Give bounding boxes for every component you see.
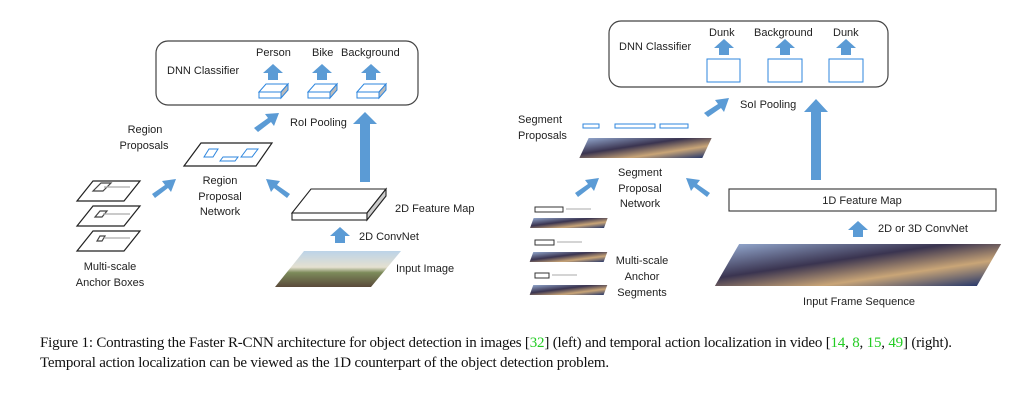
dnn-classifier-label: DNN Classifier [167,65,239,77]
output-label-dunk: Dunk [833,27,859,39]
output-label-bike: Bike [312,47,333,59]
up-arrow-icon [312,64,332,80]
dnn-classifier-box [155,40,419,106]
caption-prefix: Figure 1: [40,335,93,351]
roi-pooling-label: RoI Pooling [290,117,347,129]
segment-proposal-box [582,123,600,129]
citation-link[interactable]: 32 [529,335,545,351]
diagonal-arrow-icon [152,179,176,198]
input-frame-sequence [714,244,1002,286]
up-arrow-icon [361,64,381,80]
figure-diagram: DNN Classifier Person Bike Background Ro… [75,20,1002,308]
spn-label: Network [620,198,661,210]
soi-feature-box [706,58,741,83]
segment-proposals-label: Proposals [518,130,567,142]
up-arrow-icon [263,64,283,80]
region-proposals-plane-icon [182,142,274,167]
segment-proposals-label: Segment [518,114,562,126]
input-image-label: Input Image [396,263,454,275]
convnet-label: 2D ConvNet [359,231,419,243]
up-arrow-icon [330,227,350,243]
soi-pooling-label: SoI Pooling [740,99,796,111]
diagonal-arrow-icon [686,178,710,197]
anchor-boxes-label: Multi-scale [84,261,137,273]
frame-strip [579,138,712,158]
output-label-dunk: Dunk [709,27,735,39]
tall-up-arrow-icon [353,112,377,182]
up-arrow-icon [714,39,734,55]
anchor-boxes-stack-icon [75,180,142,252]
output-label-background: Background [341,47,400,59]
up-arrow-icon [848,221,868,237]
anchor-segments-label: Multi-scale [616,255,669,267]
dnn-classifier-label: DNN Classifier [619,41,691,53]
rpn-label: Proposal [198,191,241,203]
input-frame-sequence-label: Input Frame Sequence [803,296,915,308]
up-arrow-icon [775,39,795,55]
segment-proposal-box [614,123,656,129]
citation-link[interactable]: 15 [866,335,882,351]
diagonal-arrow-icon [266,179,290,198]
spn-label: Proposal [618,183,661,195]
convnet-label: 2D or 3D ConvNet [878,223,968,235]
soi-feature-box [828,58,864,83]
soi-feature-box [767,58,803,83]
output-label-person: Person [256,47,291,59]
input-image-thumbnail [275,251,401,287]
spn-label: Segment [618,167,662,179]
citation-link[interactable]: 8 [852,335,860,351]
segment-proposal-box [659,123,689,129]
tall-up-arrow-icon [804,99,828,180]
citation-link[interactable]: 49 [888,335,903,351]
figure-caption: Figure 1: Contrasting the Faster R-CNN a… [40,335,952,371]
region-proposals-label: Region [128,124,163,136]
feature-map-1d-box [728,188,997,212]
anchor-segments-icon [529,206,608,295]
roi-feature-box-icon [257,82,388,100]
left-panel: DNN Classifier Person Bike Background Ro… [75,40,474,289]
anchor-segments-label: Anchor [625,271,660,283]
feature-map-label: 2D Feature Map [395,203,474,215]
diagonal-arrow-icon [704,98,729,117]
diagonal-arrow-icon [254,113,279,132]
up-arrow-icon [836,39,856,55]
output-label-background: Background [754,27,813,39]
feature-map-2d-icon [290,187,388,222]
rpn-label: Region [203,175,238,187]
diagonal-arrow-icon [575,178,599,197]
feature-map-label: 1D Feature Map [822,195,901,207]
right-panel: DNN Classifier Dunk Background Dunk SoI … [518,20,1002,308]
anchor-boxes-label: Anchor Boxes [76,277,145,289]
citation-link[interactable]: 14 [830,335,846,351]
anchor-segments-label: Segments [617,287,667,299]
region-proposals-label: Proposals [120,140,169,152]
dnn-classifier-box [608,20,889,88]
rpn-label: Network [200,206,241,218]
